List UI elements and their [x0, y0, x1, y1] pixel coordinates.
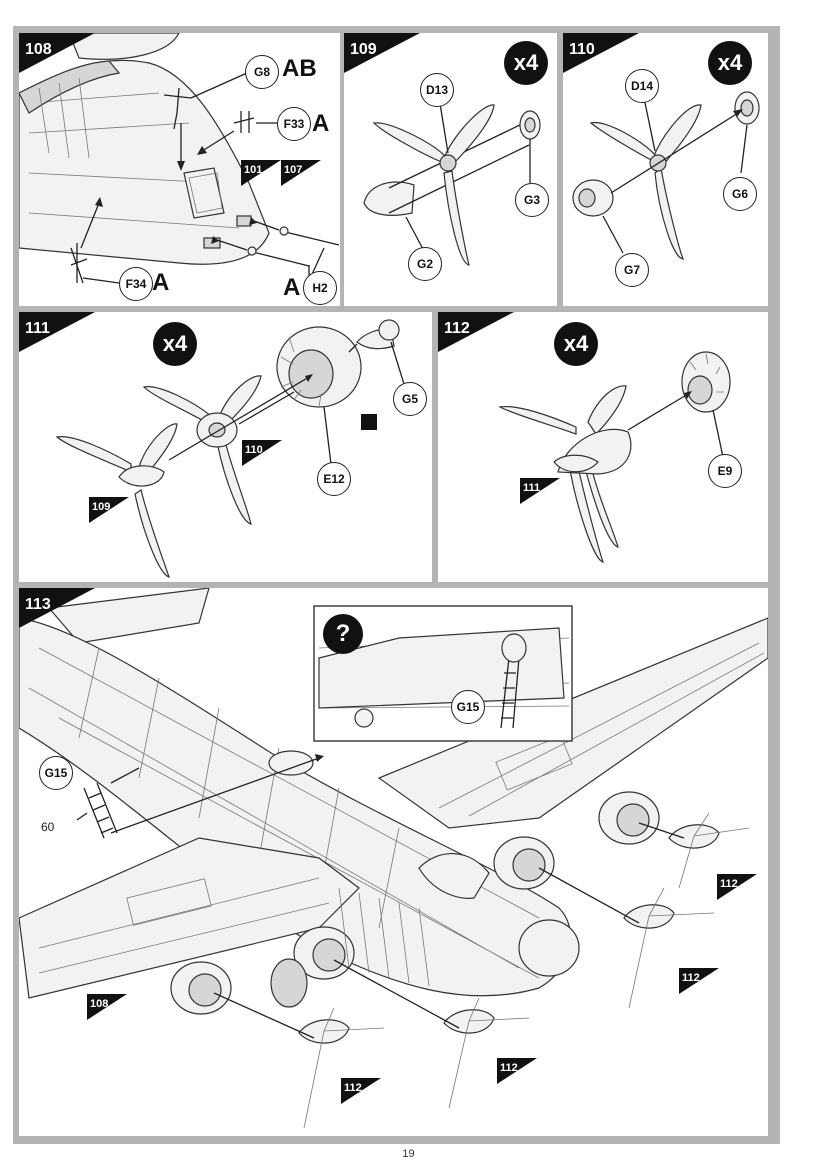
paint-code-a: A [152, 269, 170, 296]
svg-text:109: 109 [92, 501, 110, 513]
ref-step-107: 107 [281, 160, 321, 186]
svg-text:112: 112 [444, 320, 470, 337]
svg-text:113: 113 [25, 596, 51, 613]
step-number-111: 111 [19, 312, 95, 352]
callout-h2: H2 [303, 271, 337, 305]
step-109-illustration [363, 90, 541, 266]
step-number-109: 109 [344, 33, 420, 73]
paint-code-ab: AB [282, 55, 317, 82]
ref-step-112: 112 [717, 874, 757, 900]
step-111-panel: 111 x4 G5 E12 110 109 [19, 312, 432, 582]
step-111-illustration [55, 319, 405, 578]
step-number-112: 112 [438, 312, 514, 352]
ref-step-109: 109 [89, 497, 129, 523]
step-108-panel: 108 G8 AB F33 A 101 107 F34 A A H2 [19, 33, 340, 306]
step-110-panel: 110 x4 D14 G6 G7 [563, 33, 768, 306]
quantity-badge: x4 [153, 322, 197, 366]
step-108-illustration [19, 33, 340, 284]
page-number: 19 [402, 1148, 415, 1160]
step-113-illustration [19, 588, 768, 1129]
step-number-113: 113 [19, 588, 95, 628]
question-icon: ? [323, 614, 363, 654]
ref-step-111: 111 [520, 478, 560, 504]
svg-text:112: 112 [682, 972, 700, 984]
svg-text:107: 107 [284, 164, 302, 176]
callout-f33: F33 [277, 107, 311, 141]
callout-e12: E12 [317, 462, 351, 496]
step-113-panel: 113 ? G15 G15 60 108 112 112 112 112 [19, 588, 768, 1136]
svg-text:111: 111 [25, 320, 50, 337]
svg-text:111: 111 [523, 482, 540, 494]
ref-step-110: 110 [242, 440, 282, 466]
svg-text:112: 112 [720, 878, 738, 890]
callout-e9: E9 [708, 454, 742, 488]
callout-d14: D14 [625, 69, 659, 103]
svg-text:109: 109 [350, 41, 377, 58]
paint-code-a: A [283, 274, 301, 301]
ref-step-108: 108 [87, 994, 127, 1020]
callout-d13: D13 [420, 73, 454, 107]
svg-text:110: 110 [569, 41, 595, 58]
step-110-illustration [572, 91, 760, 260]
engine-nacelles [170, 791, 660, 1015]
ref-step-101: 101 [241, 160, 281, 186]
step-109-panel: 109 x4 D13 G3 G2 [344, 33, 557, 306]
step-112-panel: 112 x4 E9 111 [438, 312, 768, 582]
svg-text:110: 110 [245, 444, 263, 456]
svg-text:101: 101 [244, 164, 262, 176]
quantity-badge: x4 [554, 322, 598, 366]
callout-g8: G8 [245, 55, 279, 89]
svg-text:108: 108 [90, 998, 108, 1010]
callout-g15-inset: G15 [451, 690, 485, 724]
propeller-assemblies [298, 812, 750, 1129]
quantity-badge: x4 [708, 41, 752, 85]
callout-f34: F34 [119, 267, 153, 301]
callout-g7: G7 [615, 253, 649, 287]
paint-code-a: A [312, 110, 330, 137]
ref-step-112: 112 [341, 1078, 381, 1104]
svg-text:112: 112 [344, 1082, 362, 1094]
step-112-illustration [498, 351, 731, 563]
label-60: 60 [41, 820, 55, 834]
callout-g5: G5 [393, 382, 427, 416]
callout-g3: G3 [515, 183, 549, 217]
svg-text:112: 112 [500, 1062, 518, 1074]
quantity-badge: x4 [504, 41, 548, 85]
callout-g15: G15 [39, 756, 73, 790]
callout-g2: G2 [408, 247, 442, 281]
svg-text:108: 108 [25, 41, 52, 58]
ref-step-112: 112 [497, 1058, 537, 1084]
step-number-110: 110 [563, 33, 639, 73]
ref-step-112: 112 [679, 968, 719, 994]
callout-g6: G6 [723, 177, 757, 211]
step-number-108: 108 [19, 33, 95, 73]
